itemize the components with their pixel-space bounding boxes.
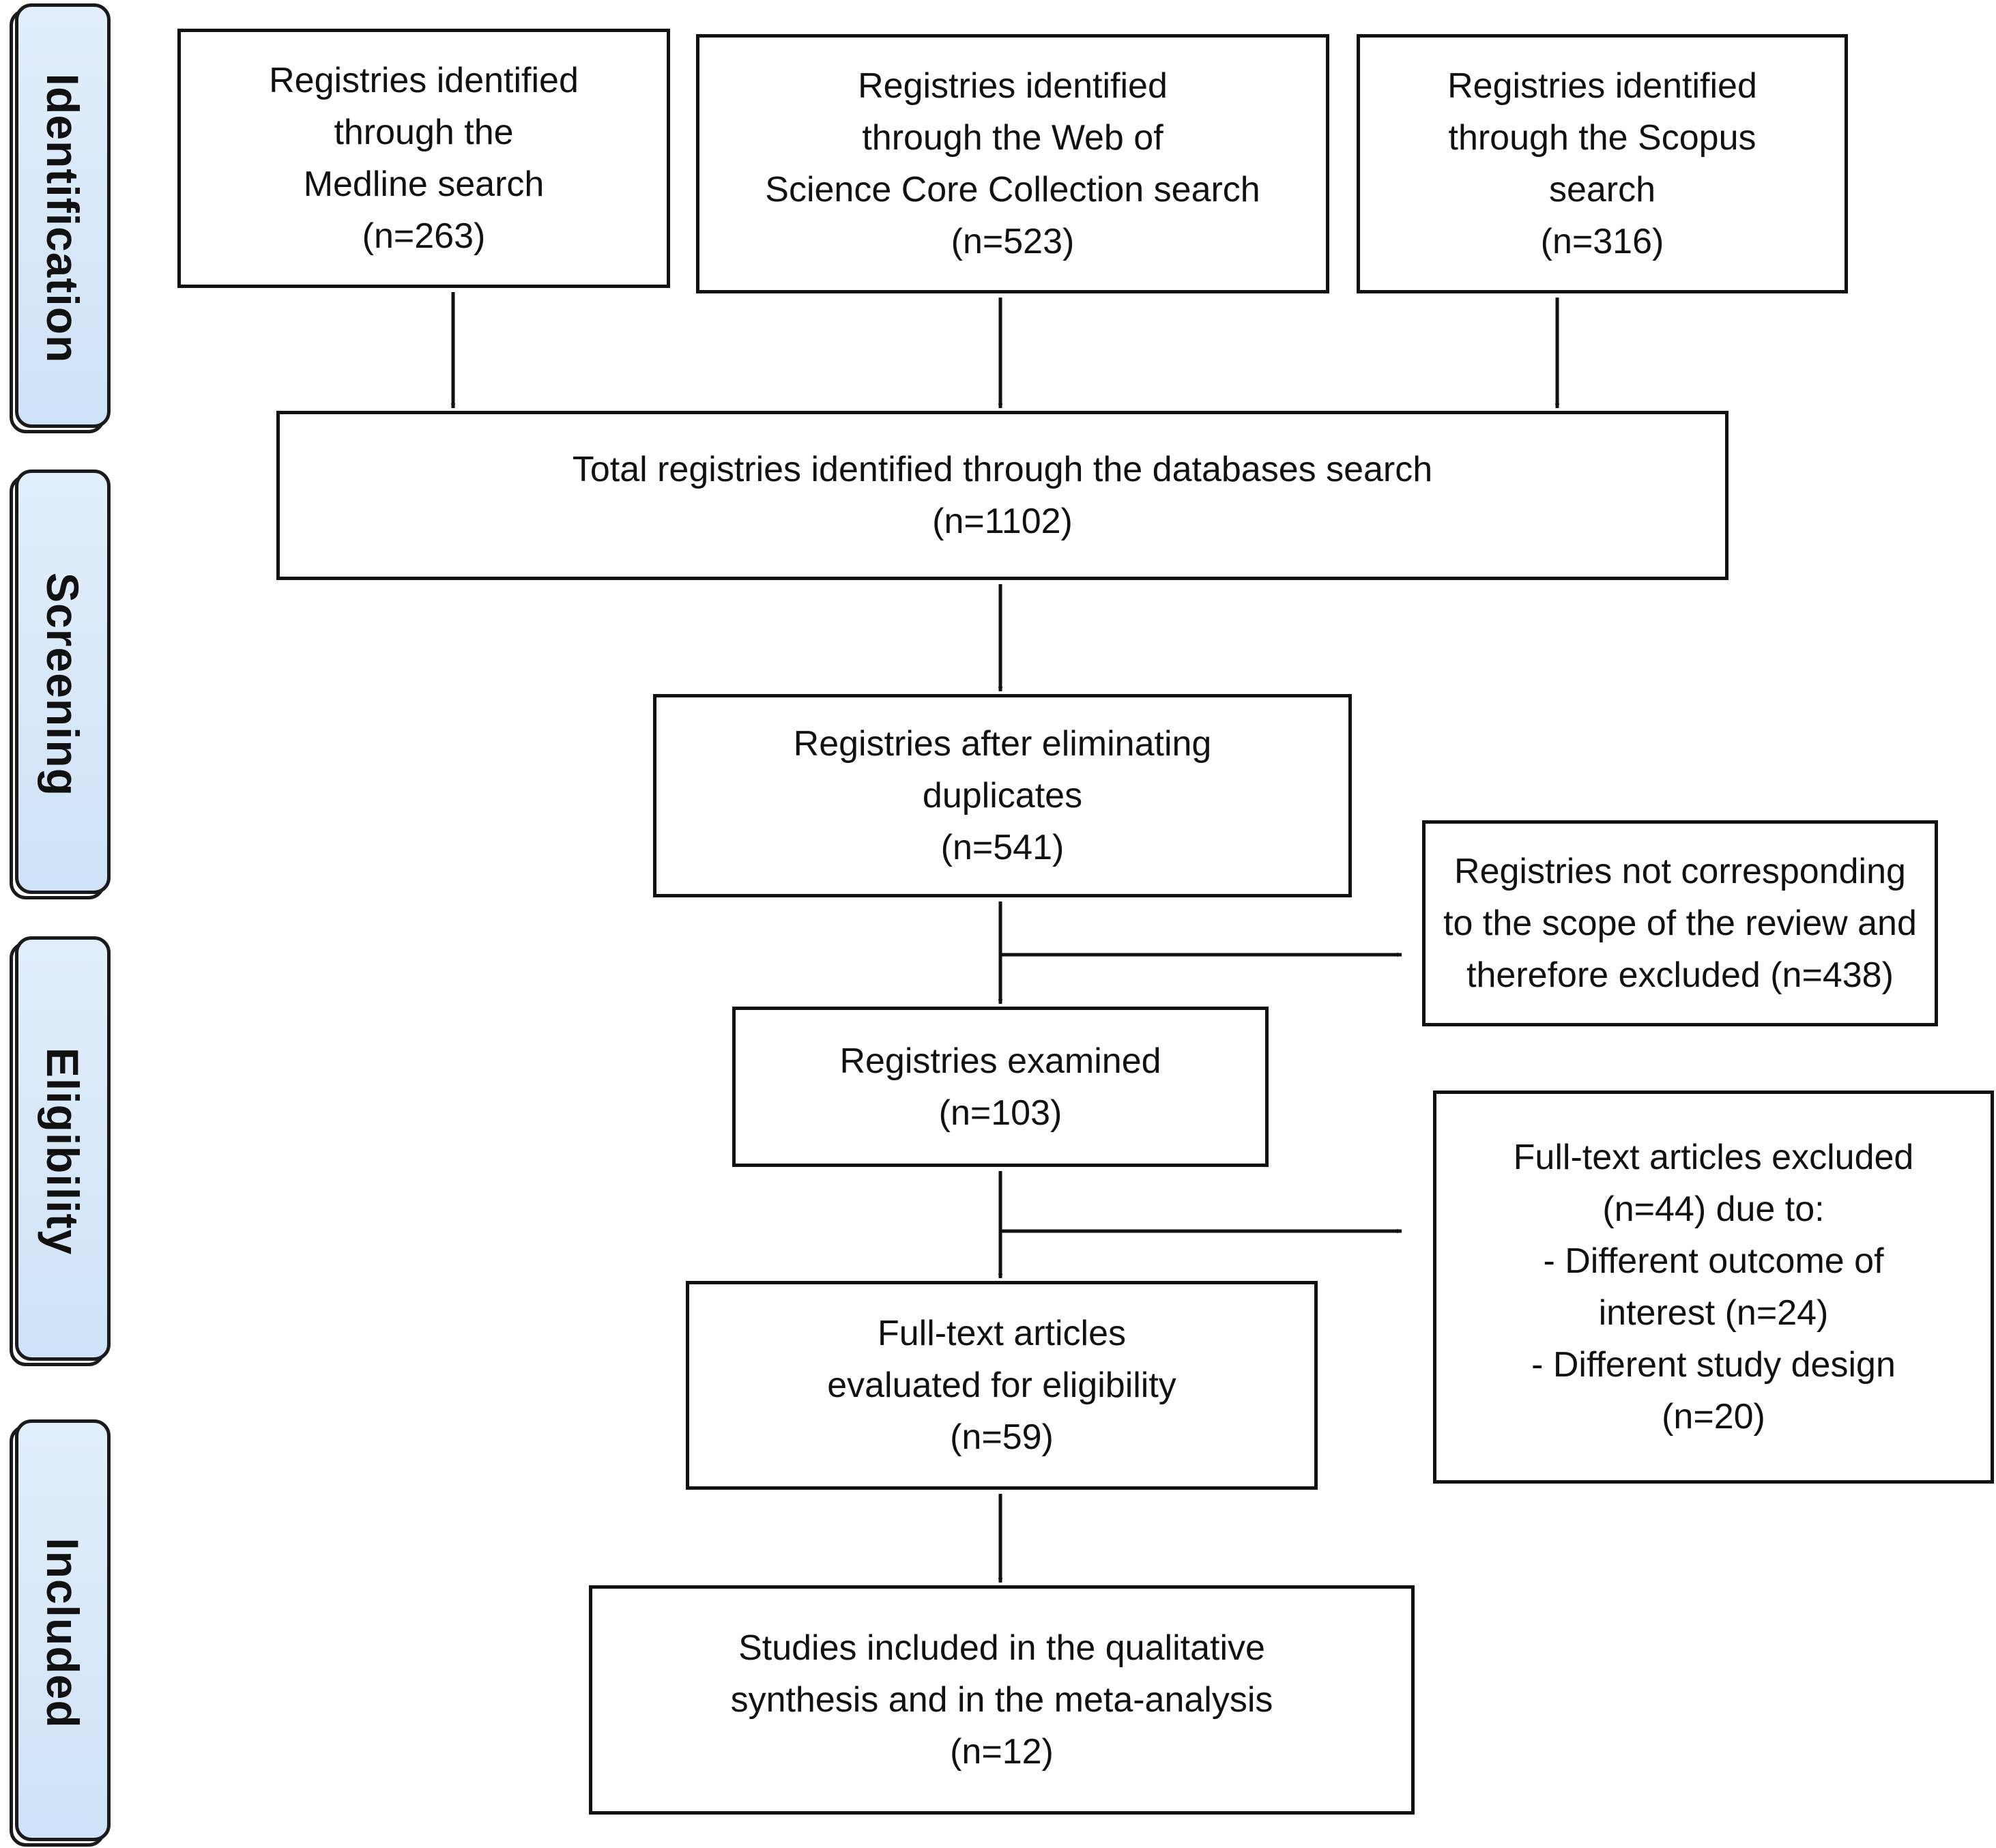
node-line: Registries identified: [858, 66, 1168, 106]
node-count: (n=316): [1540, 222, 1664, 261]
node-line: through the Web of: [862, 118, 1163, 158]
node-count: (n=541): [940, 828, 1065, 867]
node-line: to the scope of the review and: [1443, 904, 1917, 943]
node-line: Full-text articles: [877, 1314, 1127, 1353]
node-excluded-fulltext: Full-text articles excluded (n=44) due t…: [1433, 1091, 1994, 1484]
node-count: (n=523): [951, 222, 1075, 261]
node-line: Registries identified: [269, 61, 579, 100]
node-line: - Different study design: [1531, 1345, 1896, 1385]
node-after-duplicates: Registries after eliminating duplicates …: [653, 694, 1352, 897]
node-line: duplicates: [922, 776, 1083, 815]
node-line: Medline search: [303, 164, 545, 204]
node-line: Registries identified: [1447, 66, 1757, 106]
node-count: (n=263): [362, 216, 486, 256]
node-line: Registries examined: [839, 1041, 1161, 1081]
node-registries-examined: Registries examined (n=103): [732, 1007, 1269, 1167]
node-line: therefore excluded (n=438): [1466, 955, 1894, 995]
node-line: Science Core Collection search: [765, 170, 1260, 210]
phase-screening: Screening: [0, 470, 115, 899]
node-line: Full-text articles excluded: [1513, 1138, 1914, 1177]
node-excluded-scope: Registries not corresponding to the scop…: [1422, 820, 1938, 1026]
node-line: - Different outcome of: [1543, 1241, 1884, 1281]
node-line: evaluated for eligibility: [827, 1366, 1176, 1405]
node-line: Registries after eliminating: [793, 724, 1212, 764]
node-line: through the Scopus: [1448, 118, 1756, 158]
phase-included: Included: [0, 1419, 115, 1847]
node-line: (n=20): [1662, 1397, 1765, 1436]
node-count: (n=1102): [932, 502, 1073, 541]
node-line: through the: [334, 113, 514, 152]
node-studies-included: Studies included in the qualitative synt…: [589, 1585, 1415, 1815]
phase-identification: Identification: [0, 3, 115, 433]
phase-label: Eligibility: [38, 1047, 88, 1256]
phase-label: Included: [38, 1537, 88, 1729]
phase-label: Identification: [38, 73, 88, 364]
node-line: (n=44) due to:: [1602, 1189, 1825, 1229]
node-line: synthesis and in the meta-analysis: [730, 1680, 1273, 1720]
phase-eligibility: Eligibility: [0, 936, 115, 1366]
node-wos-search: Registries identified through the Web of…: [696, 34, 1329, 293]
node-scopus-search: Registries identified through the Scopus…: [1357, 34, 1848, 293]
node-line: Total registries identified through the …: [572, 450, 1433, 489]
phase-label: Screening: [38, 572, 88, 797]
node-line: Studies included in the qualitative: [738, 1628, 1265, 1668]
node-line: interest (n=24): [1598, 1293, 1829, 1333]
node-count: (n=59): [950, 1417, 1054, 1457]
node-total-identified: Total registries identified through the …: [276, 411, 1729, 580]
node-fulltext-evaluated: Full-text articles evaluated for eligibi…: [686, 1281, 1318, 1490]
node-count: (n=12): [950, 1732, 1054, 1772]
node-line: Registries not corresponding: [1454, 852, 1906, 891]
node-count: (n=103): [938, 1093, 1062, 1133]
node-medline-search: Registries identified through the Medlin…: [177, 29, 670, 288]
node-line: search: [1548, 170, 1656, 210]
